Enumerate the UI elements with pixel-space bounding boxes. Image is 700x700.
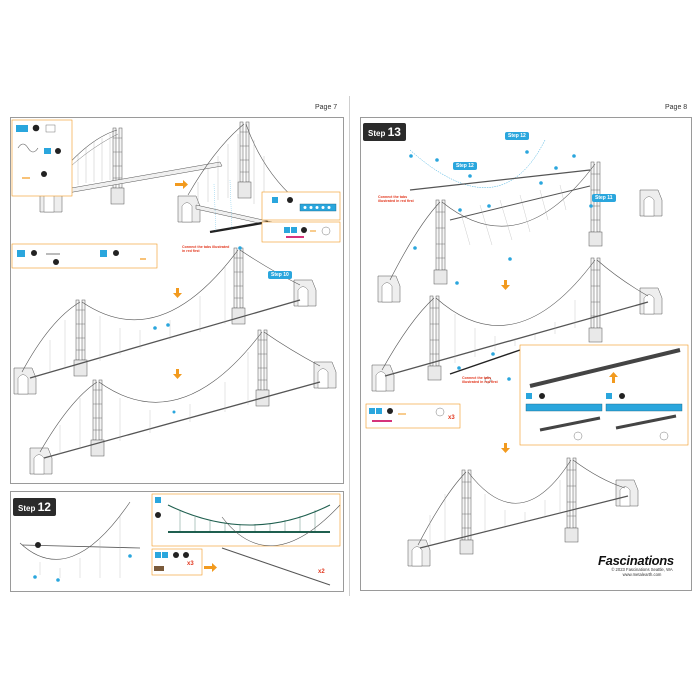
- parts-inset-strip: [11, 243, 158, 269]
- page-7-connect-note: Connect the tabs illustrated in red firs…: [182, 245, 230, 254]
- bridge-step-13-middle: [371, 257, 663, 392]
- step-12-callout-a: Step 12: [505, 132, 529, 140]
- website-line: www.metalearth.com: [622, 572, 662, 577]
- bridge-step-13-assembly: [377, 139, 663, 303]
- page-7-label: Page 7: [315, 104, 338, 111]
- arrow-down-2: [173, 369, 182, 379]
- step-12-callout-b-text: Step 12: [456, 163, 474, 169]
- parts-inset-deck: [261, 191, 341, 243]
- bridge-step-11-left: [29, 329, 337, 475]
- step-12-badge: Step 12: [13, 498, 56, 516]
- page-8-connect-note-2: Connect the tabs illustrated in red firs…: [462, 376, 498, 385]
- arrow-down-4: [501, 443, 510, 453]
- step-12-qty-x3: x3: [187, 561, 194, 567]
- step-12-callout-b: Step 12: [453, 162, 477, 170]
- step-12-callout-a-text: Step 12: [508, 133, 526, 139]
- brand-copyright: © 2023 Fascinations Seattle, WA www.meta…: [596, 567, 688, 577]
- step-11-callout: Step 11: [592, 194, 616, 202]
- step-10-callout-text: Step 10: [271, 272, 289, 278]
- arrow-right-1: [175, 180, 188, 189]
- arrow-down-1: [173, 288, 182, 298]
- step-12-word: Step: [18, 504, 36, 513]
- page-fold-divider: [349, 96, 350, 596]
- page-8-qty-x3: x3: [448, 415, 455, 421]
- step-13-word: Step: [368, 129, 386, 138]
- page-8-connect-note: Connect the tabs illustrated in red firs…: [378, 195, 414, 204]
- bridge-final: [407, 457, 639, 567]
- step-13-badge: Step 13: [363, 123, 406, 141]
- step-10-callout: Step 10: [268, 271, 292, 279]
- step-12-number: 12: [37, 500, 51, 514]
- arrow-down-3: [501, 280, 510, 290]
- page-8-label: Page 8: [665, 104, 688, 111]
- step-13-number: 13: [387, 125, 401, 139]
- parts-inset-deck-right: [519, 344, 689, 446]
- brand-logo: Fascinations: [598, 553, 674, 568]
- bridge-step-10: [13, 246, 317, 395]
- step-12-qty-x2: x2: [318, 569, 325, 575]
- step-11-callout-text: Step 11: [595, 195, 613, 201]
- parts-inset-step-13: [365, 403, 461, 429]
- copyright-line: © 2023 Fascinations Seattle, WA: [611, 567, 673, 572]
- parts-inset-top-left: [11, 119, 73, 197]
- bridge-with-deck: [177, 121, 297, 234]
